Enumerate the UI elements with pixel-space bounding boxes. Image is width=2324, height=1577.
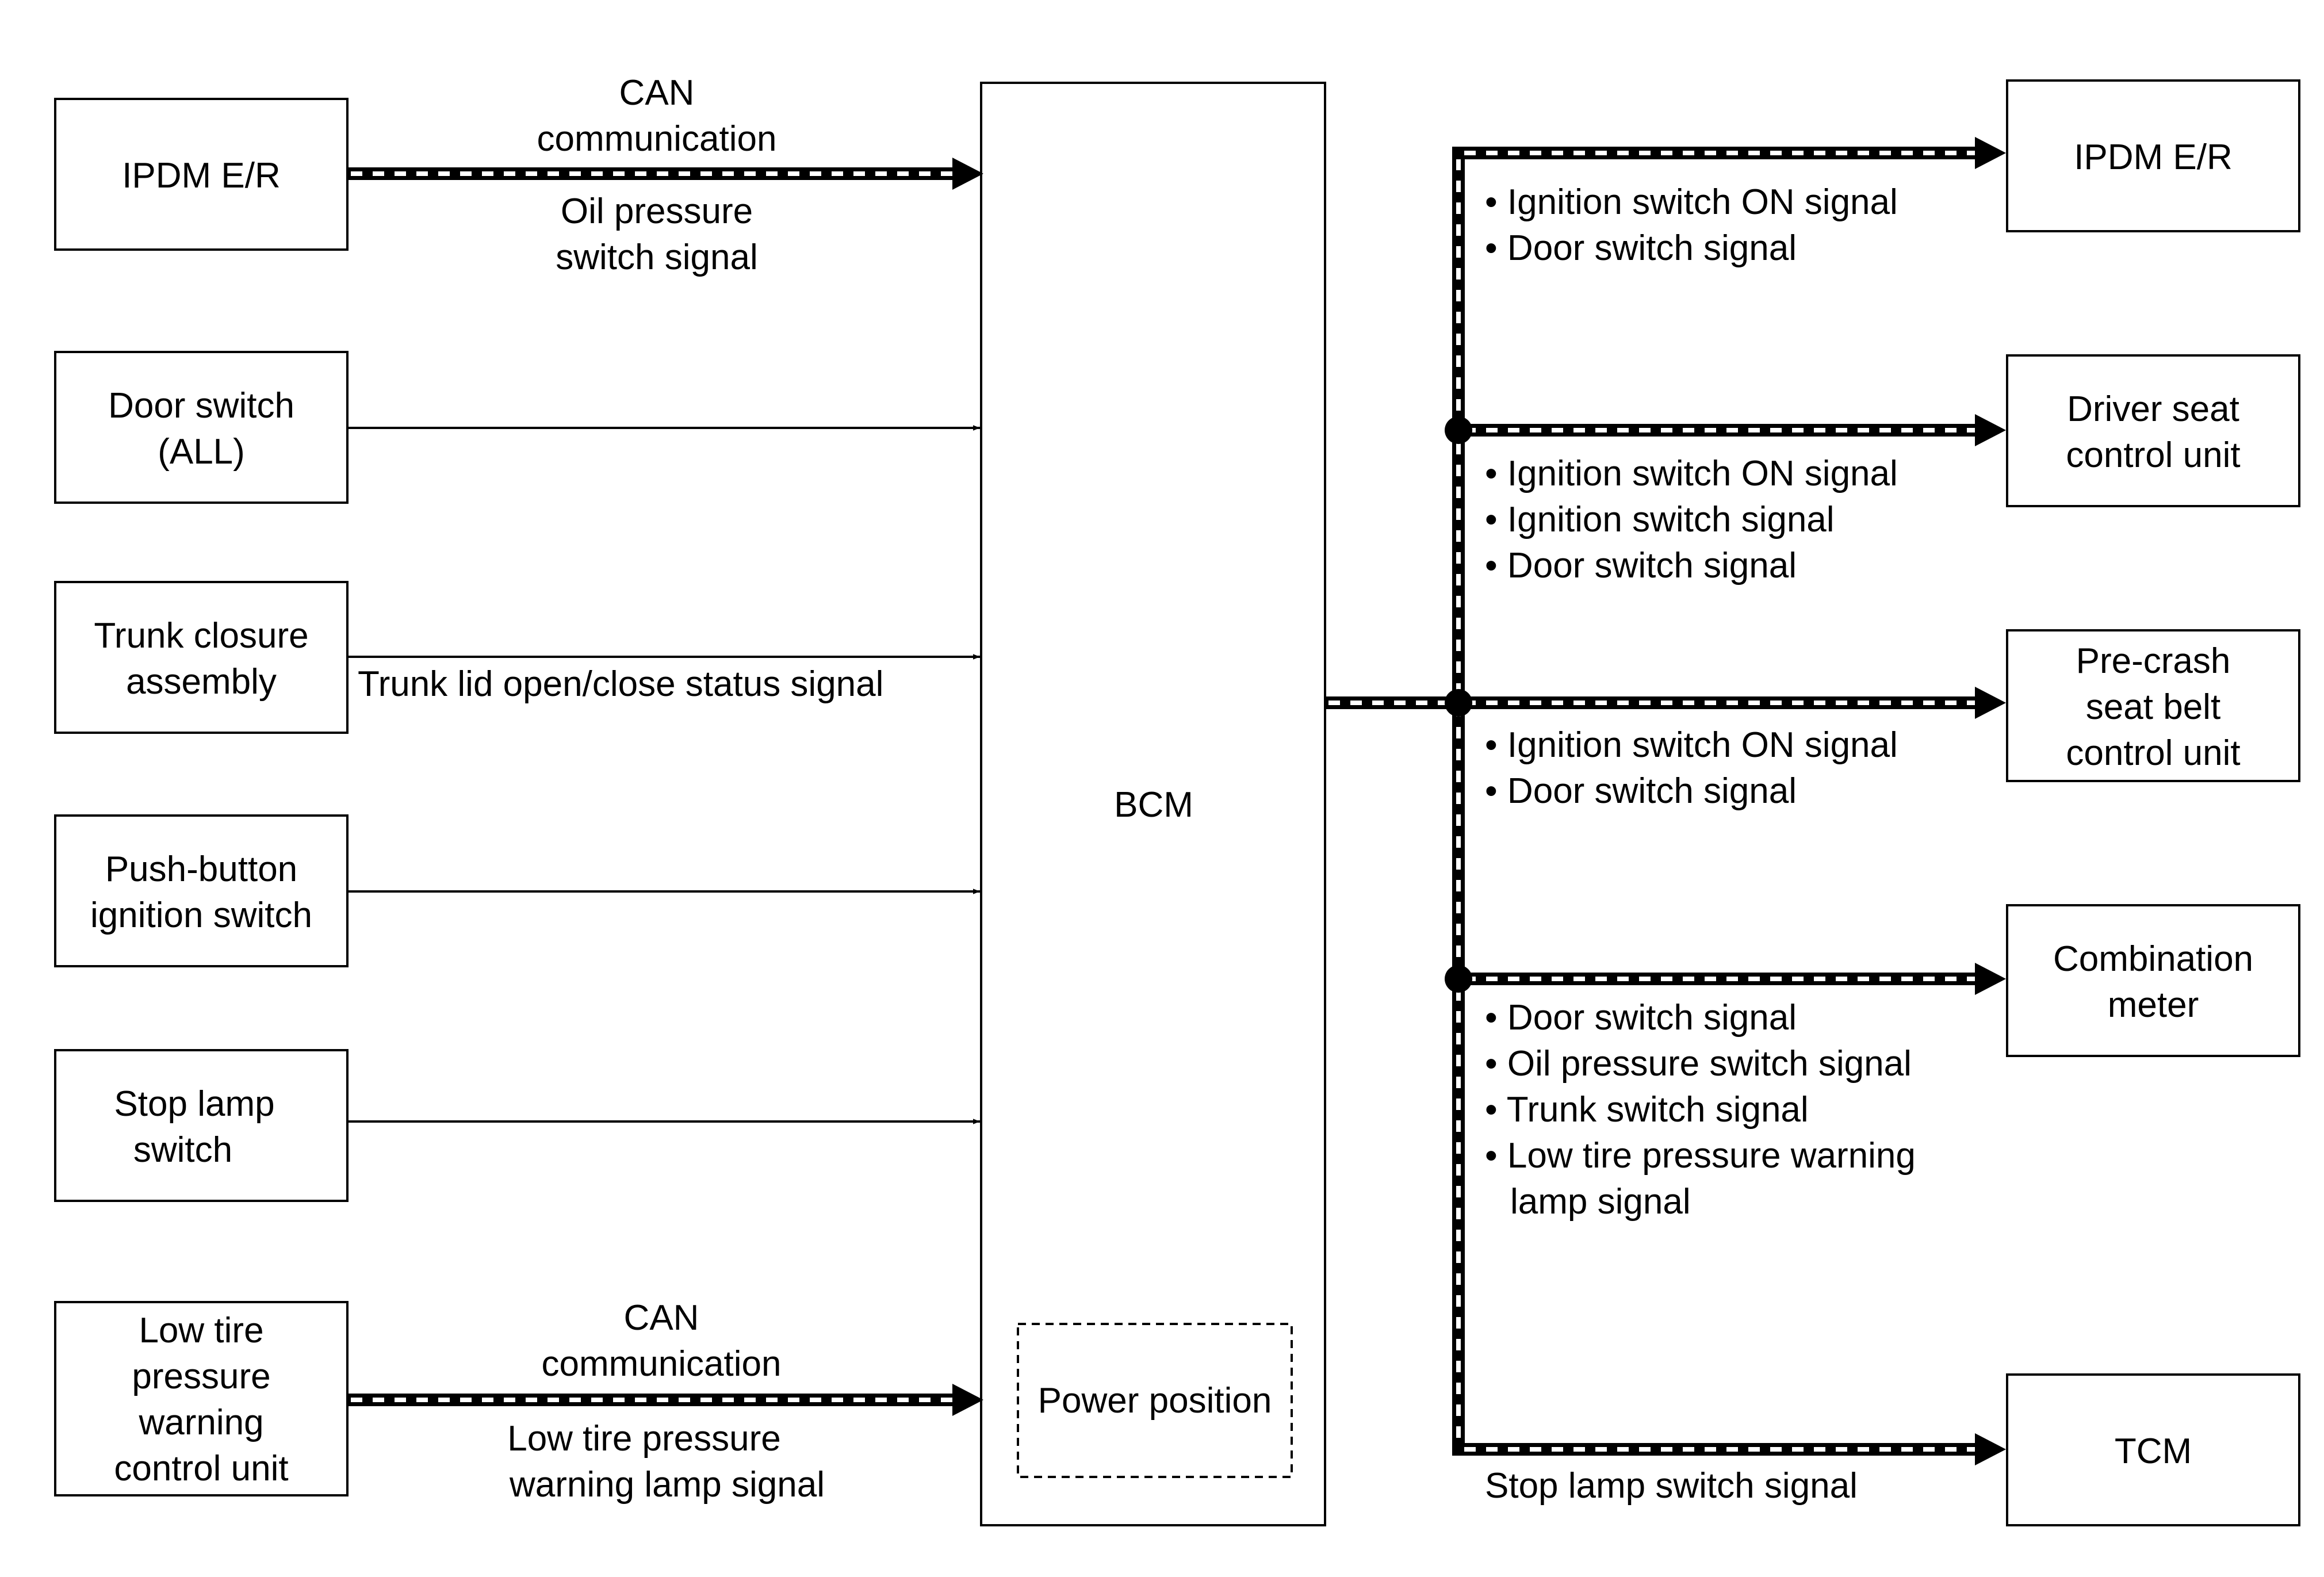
signals-combination-meter: • Door switch signal • Oil pressure swit… — [1485, 998, 1916, 1222]
junction-dot-pre-crash — [1445, 689, 1472, 717]
signal-driver-seat-1: • Ignition switch ON signal — [1485, 454, 1898, 493]
ipdm-can-label-line2: communication — [537, 119, 777, 159]
signal-ipdm-1: • Ignition switch ON signal — [1485, 182, 1898, 222]
can-line-ipdm-to-bcm — [347, 158, 983, 190]
signal-combination-meter-1: • Door switch signal — [1485, 998, 1797, 1038]
left-unit-door-switch: Door switch (ALL) — [54, 351, 349, 504]
trunk-signal-label: Trunk lid open/close status signal — [358, 664, 883, 704]
signal-tcm-1: Stop lamp switch signal — [1485, 1466, 1858, 1506]
left-unit-push-button-ignition: Push-button ignition switch — [54, 814, 349, 967]
left-unit-ipdm-label: IPDM E/R — [122, 156, 281, 196]
right-unit-combination-meter-label-line1: Combination — [2053, 939, 2253, 979]
bcm-title: BCM — [1114, 785, 1193, 825]
left-unit-stop-lamp-label-line1: Stop lamp — [114, 1084, 274, 1124]
right-unit-pre-crash-label-line3: control unit — [2066, 733, 2240, 773]
left-unit-low-tire-control: Low tire pressure warning control unit — [54, 1301, 349, 1496]
left-unit-stop-lamp-label-line2: switch — [133, 1130, 232, 1170]
junction-dot-combination-meter — [1445, 965, 1472, 993]
right-unit-ipdm: IPDM E/R — [2006, 79, 2300, 232]
right-unit-combination-meter-label-line2: meter — [2108, 985, 2199, 1025]
right-unit-combination-meter: Combination meter — [2006, 904, 2300, 1057]
signal-driver-seat-3: • Door switch signal — [1485, 546, 1797, 585]
left-unit-low-tire-label-line1: Low tire — [139, 1311, 263, 1350]
right-unit-pre-crash-label-line1: Pre-crash — [2076, 641, 2231, 681]
right-unit-ipdm-label: IPDM E/R — [2074, 137, 2233, 177]
signal-pre-crash-2: • Door switch signal — [1485, 771, 1797, 811]
signal-ipdm-2: • Door switch signal — [1485, 228, 1797, 268]
signals-driver-seat: • Ignition switch ON signal • Ignition s… — [1485, 454, 1898, 585]
signal-combination-meter-3: • Trunk switch signal — [1485, 1090, 1809, 1130]
left-unit-door-switch-label-line1: Door switch — [108, 386, 294, 426]
left-unit-door-switch-label-line2: (ALL) — [158, 432, 245, 472]
signal-combination-meter-4: • Low tire pressure warning — [1485, 1136, 1916, 1176]
left-unit-trunk-closure-label-line1: Trunk closure — [94, 616, 308, 656]
can-line-low-tire-to-bcm — [347, 1384, 983, 1416]
left-unit-stop-lamp-switch: Stop lamp switch — [54, 1049, 349, 1202]
ipdm-signal-label-line1: Oil pressure — [561, 192, 753, 231]
left-unit-trunk-closure-label-line2: assembly — [126, 662, 277, 702]
left-unit-trunk-closure: Trunk closure assembly — [54, 581, 349, 734]
low-tire-signal-label-line1: Low tire pressure — [507, 1419, 781, 1459]
signal-combination-meter-2: • Oil pressure switch signal — [1485, 1044, 1912, 1084]
right-unit-tcm-label: TCM — [2115, 1431, 2192, 1471]
right-unit-driver-seat-label-line2: control unit — [2066, 435, 2240, 475]
left-unit-push-button-label-line1: Push-button — [105, 849, 297, 889]
low-tire-can-label-line1: CAN — [624, 1298, 699, 1338]
low-tire-can-label-line2: communication — [542, 1344, 782, 1384]
junction-dot-driver-seat — [1445, 416, 1472, 444]
bcm-unit: BCM Power position — [980, 82, 1326, 1526]
signal-pre-crash-1: • Ignition switch ON signal — [1485, 725, 1898, 765]
power-position-box — [1017, 1323, 1293, 1478]
signal-driver-seat-2: • Ignition switch signal — [1485, 500, 1835, 539]
right-unit-driver-seat: Driver seat control unit — [2006, 354, 2300, 507]
signal-combination-meter-5: lamp signal — [1510, 1182, 1691, 1222]
left-unit-ipdm: IPDM E/R — [54, 98, 349, 251]
right-unit-pre-crash: Pre-crash seat belt control unit — [2006, 629, 2300, 782]
right-unit-pre-crash-label-line2: seat belt — [2086, 687, 2220, 727]
left-unit-push-button-label-line2: ignition switch — [90, 895, 312, 935]
left-unit-low-tire-label-line2: pressure — [132, 1357, 270, 1396]
can-bus-right — [1325, 137, 2006, 1465]
right-unit-tcm: TCM — [2006, 1373, 2300, 1526]
ipdm-can-label-line1: CAN — [619, 73, 695, 113]
left-unit-low-tire-label-line4: control unit — [114, 1449, 288, 1488]
ipdm-signal-label-line2: switch signal — [556, 238, 757, 277]
signals-tcm: Stop lamp switch signal — [1485, 1466, 1858, 1506]
right-unit-driver-seat-label-line1: Driver seat — [2067, 389, 2239, 429]
signals-pre-crash: • Ignition switch ON signal • Door switc… — [1485, 725, 1898, 811]
left-unit-low-tire-label-line3: warning — [138, 1403, 263, 1442]
low-tire-signal-label-line2: warning lamp signal — [509, 1465, 825, 1505]
signals-ipdm: • Ignition switch ON signal • Door switc… — [1485, 182, 1898, 268]
power-position-label: Power position — [1038, 1381, 1272, 1421]
